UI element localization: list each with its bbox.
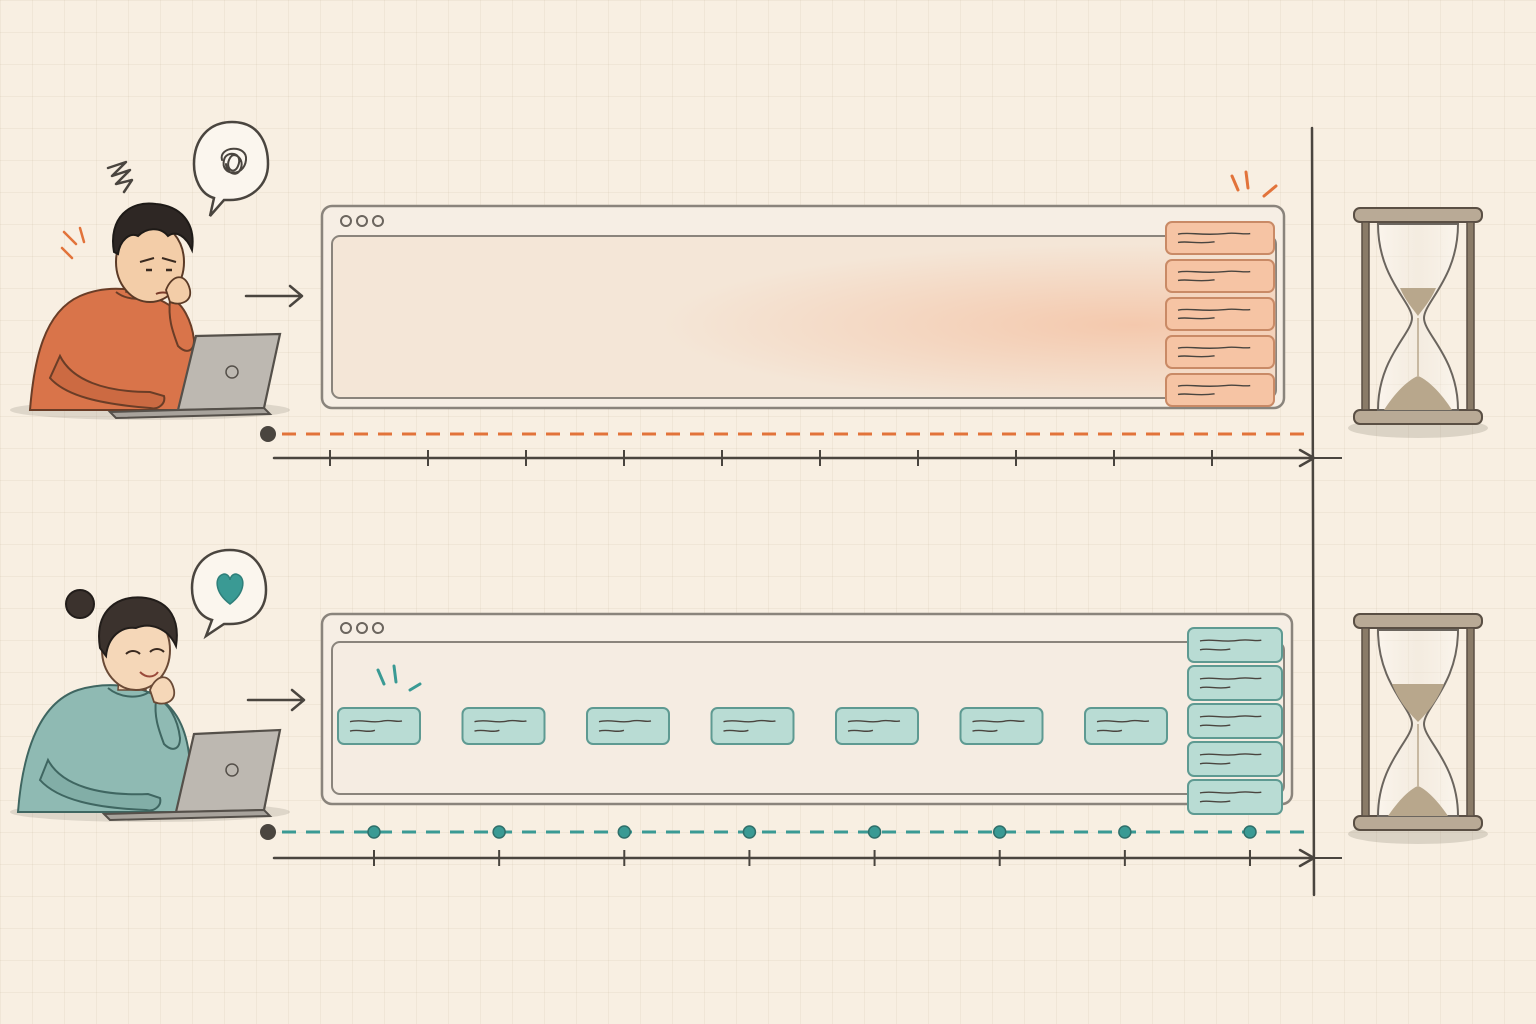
slow-card-stack [1165,221,1275,407]
burst-icon [376,664,422,692]
fast-result-card [586,707,670,745]
deadline-line [1310,126,1316,897]
fast-result-card [1187,703,1283,739]
arrow-icon [246,688,306,712]
window-dot [340,215,352,227]
slow-result-card [1165,335,1275,369]
slow-result-card [1165,221,1275,255]
fast-result-card [1187,779,1283,815]
slow-result-card [1165,373,1275,407]
fast-result-card [710,707,795,745]
window-dot [372,215,384,227]
fast-timeline [260,824,1342,868]
thought-bubble [190,548,268,640]
window-dot [372,622,384,634]
slow-ticks [329,450,1213,466]
start-dot [260,426,276,442]
hourglass-icon [1348,613,1488,844]
fast-card-stack [1187,627,1283,815]
slow-result-card [1165,297,1275,331]
fast-card-row [337,707,1168,745]
slow-result-card [1165,259,1275,293]
fast-browser-window [320,612,1294,815]
fast-row [10,548,1488,868]
fast-result-card [461,707,546,745]
tangled-scribble-icon [220,147,247,175]
checkpoint-dot [992,825,1007,839]
hourglass-icon [1348,207,1488,438]
checkpoint-dot [1118,825,1132,839]
fast-ticks [367,825,1257,866]
frustrated-man-figure [10,202,290,420]
checkpoint-dot [367,825,381,839]
checkpoint-dot [617,825,632,839]
fast-result-card [1187,665,1283,701]
laptop-icon [101,728,282,822]
checkpoint-dot [867,825,882,839]
fast-result-card [835,707,919,745]
thought-bubble [192,120,270,217]
slow-timeline [260,426,1342,468]
checkpoint-dot [492,825,506,839]
fast-result-card [1187,741,1283,777]
window-dot [356,622,368,634]
start-dot [260,824,276,840]
window-dot [340,622,352,634]
dizzy-scribble-icon [106,160,134,194]
fast-result-card [959,707,1044,745]
checkpoint-dot [742,825,757,839]
slow-browser-window [320,170,1286,410]
checkpoint-dot [1243,825,1257,839]
fast-result-card [1084,707,1168,745]
window-dot [356,215,368,227]
arrow-icon [244,284,304,308]
burst-icon [1230,170,1278,198]
fast-result-card [337,707,421,745]
heart-icon [216,573,244,605]
laptop-icon [107,332,282,420]
fast-result-card [1187,627,1283,663]
slow-row [10,120,1488,468]
